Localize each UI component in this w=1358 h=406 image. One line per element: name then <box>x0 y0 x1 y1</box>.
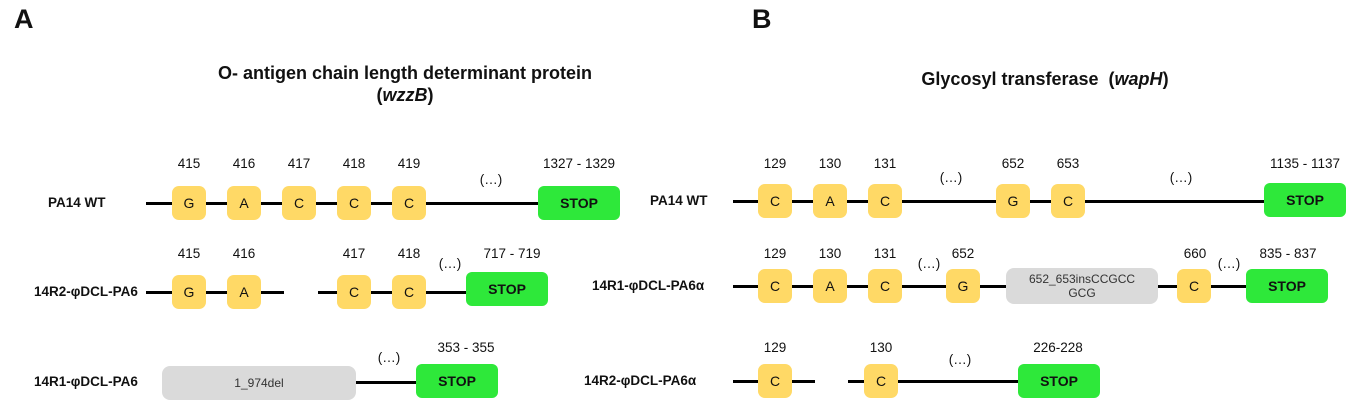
position-label: 416 <box>232 156 256 171</box>
position-label: 417 <box>342 246 366 261</box>
row-label-b1: PA14 WT <box>650 193 708 208</box>
position-label: 419 <box>397 156 421 171</box>
position-label: 418 <box>342 156 366 171</box>
nucleotide-box: A <box>227 275 261 309</box>
gap-ellipsis: (…) <box>1169 170 1193 185</box>
row-label-b3: 14R2-φDCL-PA6α <box>584 373 697 388</box>
position-label: 130 <box>818 246 842 261</box>
nucleotide-box: G <box>996 184 1030 218</box>
sequence-line-a2-left <box>146 291 284 294</box>
deletion-box: 1_974del <box>162 366 356 400</box>
nucleotide-box: A <box>227 186 261 220</box>
sequence-line-b3-right <box>848 380 1024 383</box>
position-label: 129 <box>763 246 787 261</box>
sequence-line-b2 <box>733 285 1250 288</box>
stop-codon-box: STOP <box>466 272 548 306</box>
nucleotide-box: G <box>172 275 206 309</box>
position-label: 131 <box>873 246 897 261</box>
panel-b-letter: B <box>752 4 772 34</box>
row-label-a2: 14R2-φDCL-PA6 <box>34 284 138 299</box>
nucleotide-box: C <box>864 364 898 398</box>
nucleotide-box: A <box>813 184 847 218</box>
nucleotide-box: G <box>946 269 980 303</box>
stop-codon-box: STOP <box>1264 183 1346 217</box>
panel-a-letter: A <box>14 4 34 34</box>
gap-ellipsis: (…) <box>1217 256 1241 271</box>
row-label-b2: 14R1-φDCL-PA6α <box>592 278 705 293</box>
nucleotide-box: C <box>1051 184 1085 218</box>
stop-position-label: 1135 - 1137 <box>1269 156 1341 171</box>
gap-ellipsis: (…) <box>479 172 503 187</box>
nucleotide-box: C <box>337 275 371 309</box>
stop-position-label: 226-228 <box>1033 340 1083 355</box>
gap-ellipsis: (…) <box>917 256 941 271</box>
row-label-a1: PA14 WT <box>48 195 106 210</box>
insertion-label-line2: GCG <box>1068 286 1096 300</box>
stop-codon-box: STOP <box>416 364 498 398</box>
position-label: 130 <box>818 156 842 171</box>
gap-ellipsis: (…) <box>438 256 462 271</box>
gap-ellipsis: (…) <box>939 170 963 185</box>
stop-codon-box: STOP <box>1246 269 1328 303</box>
position-label: 129 <box>763 156 787 171</box>
position-label: 416 <box>232 246 256 261</box>
gap-ellipsis: (…) <box>377 350 401 365</box>
position-label: 129 <box>763 340 787 355</box>
nucleotide-box: C <box>1177 269 1211 303</box>
position-label: 417 <box>287 156 311 171</box>
stop-codon-box: STOP <box>1018 364 1100 398</box>
nucleotide-box: C <box>282 186 316 220</box>
nucleotide-box: C <box>392 186 426 220</box>
position-label: 652 <box>951 246 975 261</box>
nucleotide-box: C <box>868 184 902 218</box>
position-label: 660 <box>1183 246 1207 261</box>
position-label: 653 <box>1056 156 1080 171</box>
position-label: 418 <box>397 246 421 261</box>
row-label-a3: 14R1-φDCL-PA6 <box>34 374 138 389</box>
position-label: 652 <box>1001 156 1025 171</box>
nucleotide-box: C <box>758 364 792 398</box>
gap-ellipsis: (…) <box>948 352 972 367</box>
nucleotide-box: C <box>392 275 426 309</box>
panel-b-title: Glycosyl transferase (wapH) <box>921 69 1169 89</box>
stop-position-label: 835 - 837 <box>1259 246 1317 261</box>
sequence-line-a3 <box>356 381 420 384</box>
panel-a-title-gene-line: (wzzB) <box>376 85 434 105</box>
nucleotide-box: A <box>813 269 847 303</box>
position-label: 130 <box>869 340 893 355</box>
panel-b-title-main: Glycosyl transferase <box>921 69 1099 89</box>
panel-a-title-main: O- antigen chain length determinant prot… <box>217 63 593 83</box>
stop-position-label: 1327 - 1329 <box>542 156 616 171</box>
panel-a-gene-name: wzzB <box>382 85 428 105</box>
stop-position-label: 353 - 355 <box>437 340 495 355</box>
panel-a-title: O- antigen chain length determinant prot… <box>130 62 680 106</box>
panel-b-gene-name: wapH <box>1114 69 1163 89</box>
stop-position-label: 717 - 719 <box>483 246 541 261</box>
insertion-label-line1: 652_653insCCGCC <box>1028 272 1136 286</box>
position-label: 131 <box>873 156 897 171</box>
nucleotide-box: C <box>337 186 371 220</box>
nucleotide-box: C <box>868 269 902 303</box>
position-label: 415 <box>177 156 201 171</box>
position-label: 415 <box>177 246 201 261</box>
nucleotide-box: G <box>172 186 206 220</box>
nucleotide-box: C <box>758 184 792 218</box>
insertion-box: 652_653insCCGCC GCG <box>1006 268 1158 304</box>
nucleotide-box: C <box>758 269 792 303</box>
stop-codon-box: STOP <box>538 186 620 220</box>
